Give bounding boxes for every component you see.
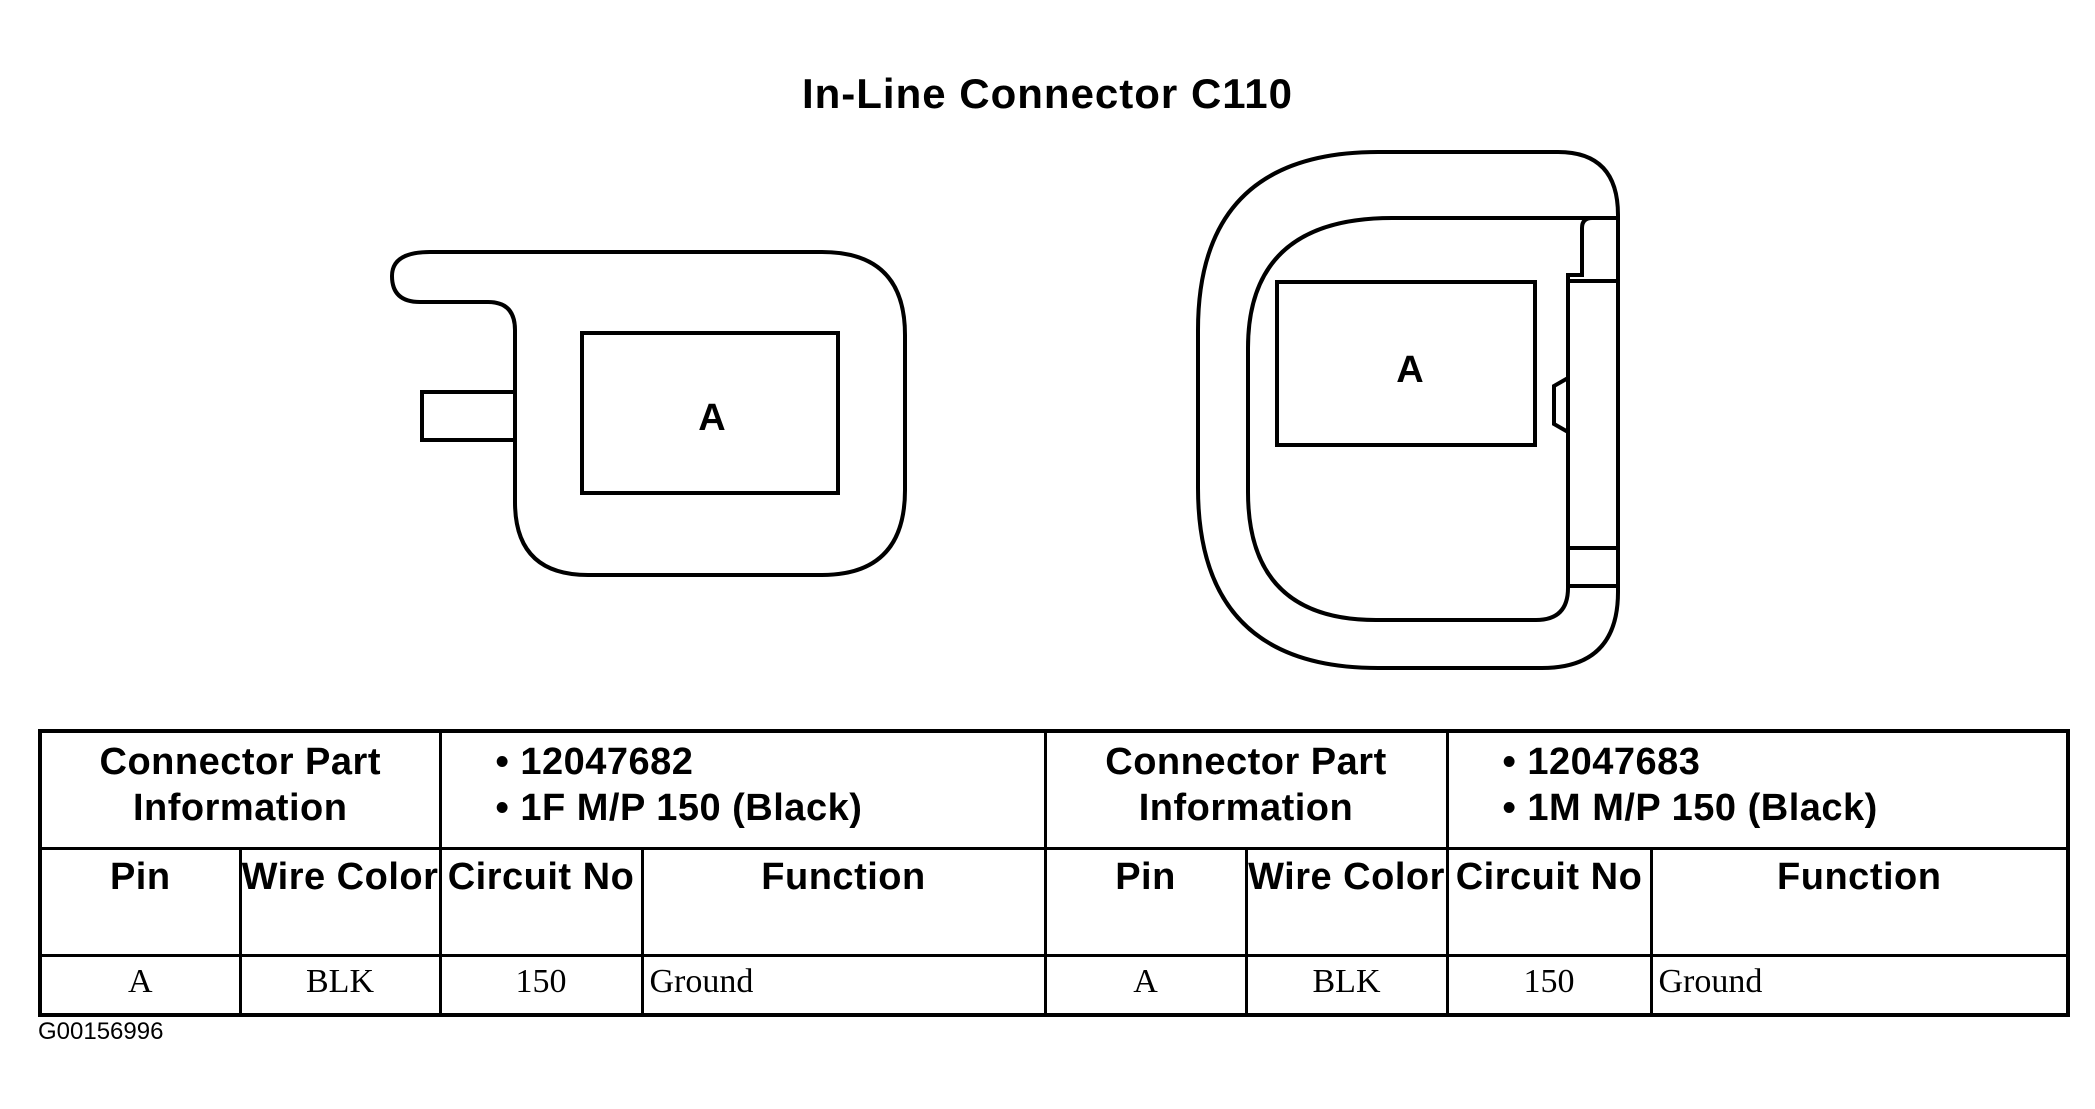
table-row: A BLK 150 Ground A BLK 150 Ground	[38, 954, 2070, 1017]
left-part-description: • 1F M/P 150 (Black)	[495, 787, 863, 829]
connector-right-tab	[1552, 376, 1569, 434]
connector-left-cavity-a	[580, 331, 840, 495]
right-part-number: • 12047683	[1502, 741, 1701, 783]
right-part-info-header: Connector Part Information	[1043, 729, 1449, 850]
connector-right-drawing	[1196, 150, 1620, 670]
right-part-info: • 12047683 • 1M M/P 150 (Black)	[1445, 729, 2070, 850]
right-col-function: Function	[1649, 847, 2070, 957]
diagram-title: In-Line Connector C110	[801, 70, 1294, 117]
connector-left-drawing	[389, 250, 907, 577]
left-part-info: • 12047682 • 1F M/P 150 (Black)	[438, 729, 1047, 850]
left-col-function: Function	[640, 847, 1047, 957]
part-info-row: Connector Part Information • 12047682 • …	[38, 729, 2070, 850]
connector-drawings: A A	[389, 150, 1620, 670]
connector-right-inner-shell	[1246, 216, 1618, 622]
right-col-pin: Pin	[1043, 847, 1248, 957]
left-part-info-header: Connector Part Information	[38, 729, 442, 850]
left-col-pin: Pin	[38, 847, 242, 957]
left-wire-color-value: BLK	[238, 954, 442, 1017]
right-col-wire-color: Wire Color	[1244, 847, 1449, 957]
connector-right-pin-label: A	[1396, 349, 1423, 391]
right-function-value: Ground	[1649, 954, 2070, 1017]
connector-left-latch	[420, 390, 517, 442]
connector-left-body	[389, 250, 907, 577]
connector-left-pin-label: A	[698, 397, 725, 439]
left-pin-value: A	[38, 954, 242, 1017]
left-col-circuit-no: Circuit No	[438, 847, 644, 957]
connector-right-cavity-a	[1275, 280, 1537, 447]
left-part-number: • 12047682	[495, 741, 694, 783]
left-circuit-no-value: 150	[438, 954, 644, 1017]
column-header-row: Pin Wire Color Circuit No Function Pin W…	[38, 847, 2070, 957]
right-circuit-no-value: 150	[1445, 954, 1653, 1017]
right-col-circuit-no: Circuit No	[1445, 847, 1653, 957]
left-col-wire-color: Wire Color	[238, 847, 442, 957]
connector-pinout-table: Connector Part Information • 12047682 • …	[38, 729, 2070, 1017]
figure-id: G00156996	[38, 1018, 164, 1045]
right-part-description: • 1M M/P 150 (Black)	[1502, 787, 1878, 829]
right-wire-color-value: BLK	[1244, 954, 1449, 1017]
connector-right-outer-shell	[1196, 150, 1620, 670]
left-function-value: Ground	[640, 954, 1047, 1017]
right-pin-value: A	[1043, 954, 1248, 1017]
